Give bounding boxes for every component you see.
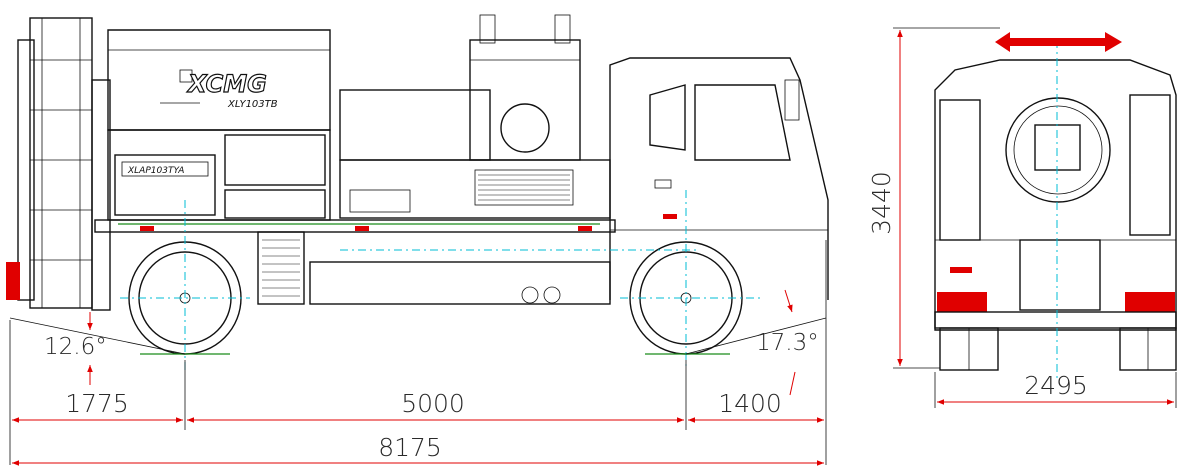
width-dimension: 2495 bbox=[1024, 371, 1088, 400]
wheelbase-dimension: 5000 bbox=[401, 389, 465, 418]
truck-rear-view bbox=[934, 32, 1177, 380]
chassis-frame bbox=[94, 219, 616, 233]
rear-view-dimensions: 3440 2495 bbox=[867, 27, 1177, 408]
approach-angle: 17.3° bbox=[756, 330, 819, 356]
panel-label: XLAP103TYA bbox=[127, 166, 184, 176]
model-label: XLY103TB bbox=[227, 99, 278, 110]
truck-side-view: XCMG XLY103TB XLAP103TYA bbox=[6, 14, 829, 370]
front-overhang-dimension: 1400 bbox=[718, 389, 782, 418]
brand-logo: XCMG bbox=[186, 70, 267, 98]
midsection-equipment bbox=[257, 14, 611, 305]
width-arrow-indicator bbox=[995, 32, 1122, 52]
hopper-body: XCMG XLY103TB XLAP103TYA bbox=[107, 29, 331, 221]
overall-length-dimension: 8175 bbox=[378, 433, 442, 462]
rear-overhang-dimension: 1775 bbox=[65, 389, 129, 418]
departure-angle: 12.6° bbox=[44, 334, 107, 360]
height-dimension: 3440 bbox=[867, 171, 896, 235]
truck-cab bbox=[609, 57, 829, 300]
side-view-dimensions: 12.6° 17.3° 1775 5000 1400 8175 bbox=[9, 240, 827, 466]
rear-ladder bbox=[6, 17, 111, 311]
